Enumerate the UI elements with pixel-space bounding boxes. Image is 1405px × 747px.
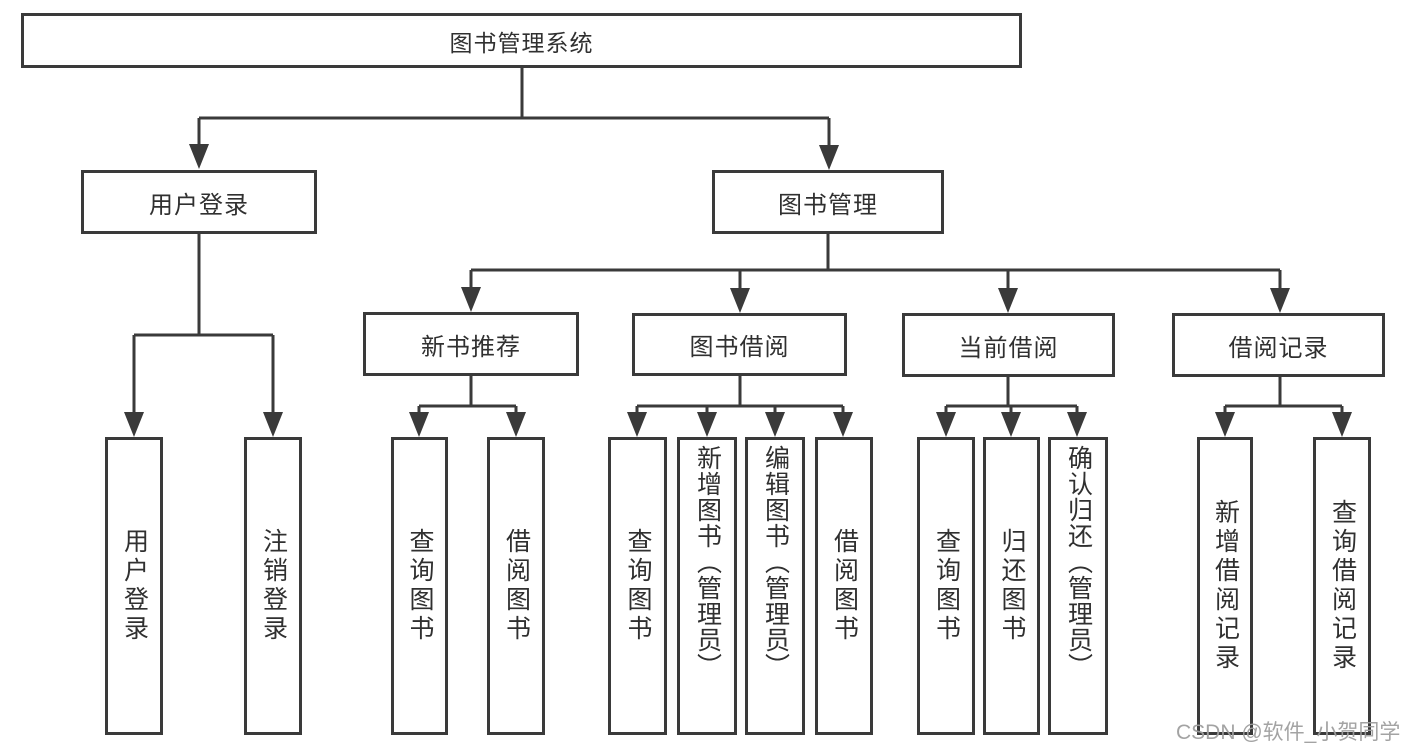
leaf-user-login: 用户登录 bbox=[105, 437, 163, 735]
arrowhead-icon bbox=[998, 288, 1018, 313]
node-user-login: 用户登录 bbox=[81, 170, 317, 234]
leaf-label: 查询图书 bbox=[932, 528, 961, 644]
leaf-add-borrow-record: 新增借阅记录 bbox=[1197, 437, 1253, 735]
connector-new-book-to-leaves bbox=[409, 376, 526, 437]
leaf-edit-books-admin: 编辑图书（管理员） bbox=[745, 437, 805, 735]
leaf-label: 查询图书 bbox=[406, 528, 434, 644]
leaf-add-books-admin: 新增图书（管理员） bbox=[677, 437, 737, 735]
arrowhead-icon bbox=[765, 412, 785, 437]
leaf-return-books: 归还图书 bbox=[983, 437, 1040, 735]
node-book-borrowing: 图书借阅 bbox=[632, 313, 847, 376]
leaf-confirm-return-admin: 确认归还（管理员） bbox=[1048, 437, 1108, 735]
arrowhead-icon bbox=[189, 144, 209, 169]
leaf-search-books-current: 查询图书 bbox=[917, 437, 975, 735]
leaf-label: 新增借阅记录 bbox=[1211, 499, 1240, 673]
leaf-label: 借阅图书 bbox=[830, 528, 859, 644]
arrowhead-icon bbox=[461, 287, 481, 312]
leaf-search-books-borrow: 查询图书 bbox=[608, 437, 667, 735]
leaf-label: 确认归还（管理员） bbox=[1064, 445, 1093, 679]
leaf-search-books-recommend: 查询图书 bbox=[391, 437, 448, 735]
node-root: 图书管理系统 bbox=[21, 13, 1022, 68]
connector-current-borrowing-to-leaves bbox=[936, 377, 1087, 437]
node-new-book-recommendation: 新书推荐 bbox=[363, 312, 579, 376]
arrowhead-icon bbox=[263, 412, 283, 437]
arrowhead-icon bbox=[1270, 288, 1290, 313]
arrowhead-icon bbox=[819, 145, 839, 170]
connector-book-borrowing-to-leaves bbox=[627, 376, 853, 437]
arrowhead-icon bbox=[409, 412, 429, 437]
node-book-management: 图书管理 bbox=[712, 170, 944, 234]
arrowhead-icon bbox=[627, 412, 647, 437]
leaf-label: 新增图书（管理员） bbox=[693, 445, 722, 679]
leaf-borrow-books-recommend: 借阅图书 bbox=[487, 437, 545, 735]
arrowhead-icon bbox=[506, 412, 526, 437]
arrowhead-icon bbox=[730, 288, 750, 313]
arrowhead-icon bbox=[1215, 412, 1235, 437]
arrowhead-icon bbox=[1067, 412, 1087, 437]
leaf-search-borrow-record: 查询借阅记录 bbox=[1313, 437, 1371, 735]
arrowhead-icon bbox=[124, 412, 144, 437]
leaf-borrow-books: 借阅图书 bbox=[815, 437, 873, 735]
connector-borrowing-records-to-leaves bbox=[1215, 377, 1352, 437]
arrowhead-icon bbox=[697, 412, 717, 437]
leaf-logout: 注销登录 bbox=[244, 437, 302, 735]
arrowhead-icon bbox=[833, 412, 853, 437]
arrowhead-icon bbox=[1332, 412, 1352, 437]
arrowhead-icon bbox=[936, 412, 956, 437]
watermark: CSDN @软件_小贺同学 bbox=[1176, 721, 1401, 744]
connector-book-management-to-level3 bbox=[461, 234, 1290, 313]
arrowhead-icon bbox=[1001, 412, 1021, 437]
leaf-label: 归还图书 bbox=[998, 528, 1026, 644]
leaf-label: 注销登录 bbox=[259, 528, 288, 644]
leaf-label: 编辑图书（管理员） bbox=[761, 445, 790, 679]
connector-user-login-to-leaves bbox=[124, 234, 283, 437]
leaf-label: 用户登录 bbox=[120, 528, 149, 644]
node-current-borrowing: 当前借阅 bbox=[902, 313, 1115, 377]
connector-root-to-level2 bbox=[189, 68, 839, 170]
leaf-label: 借阅图书 bbox=[502, 528, 531, 644]
leaf-label: 查询图书 bbox=[624, 528, 652, 644]
leaf-label: 查询借阅记录 bbox=[1328, 499, 1357, 673]
node-borrowing-records: 借阅记录 bbox=[1172, 313, 1385, 377]
